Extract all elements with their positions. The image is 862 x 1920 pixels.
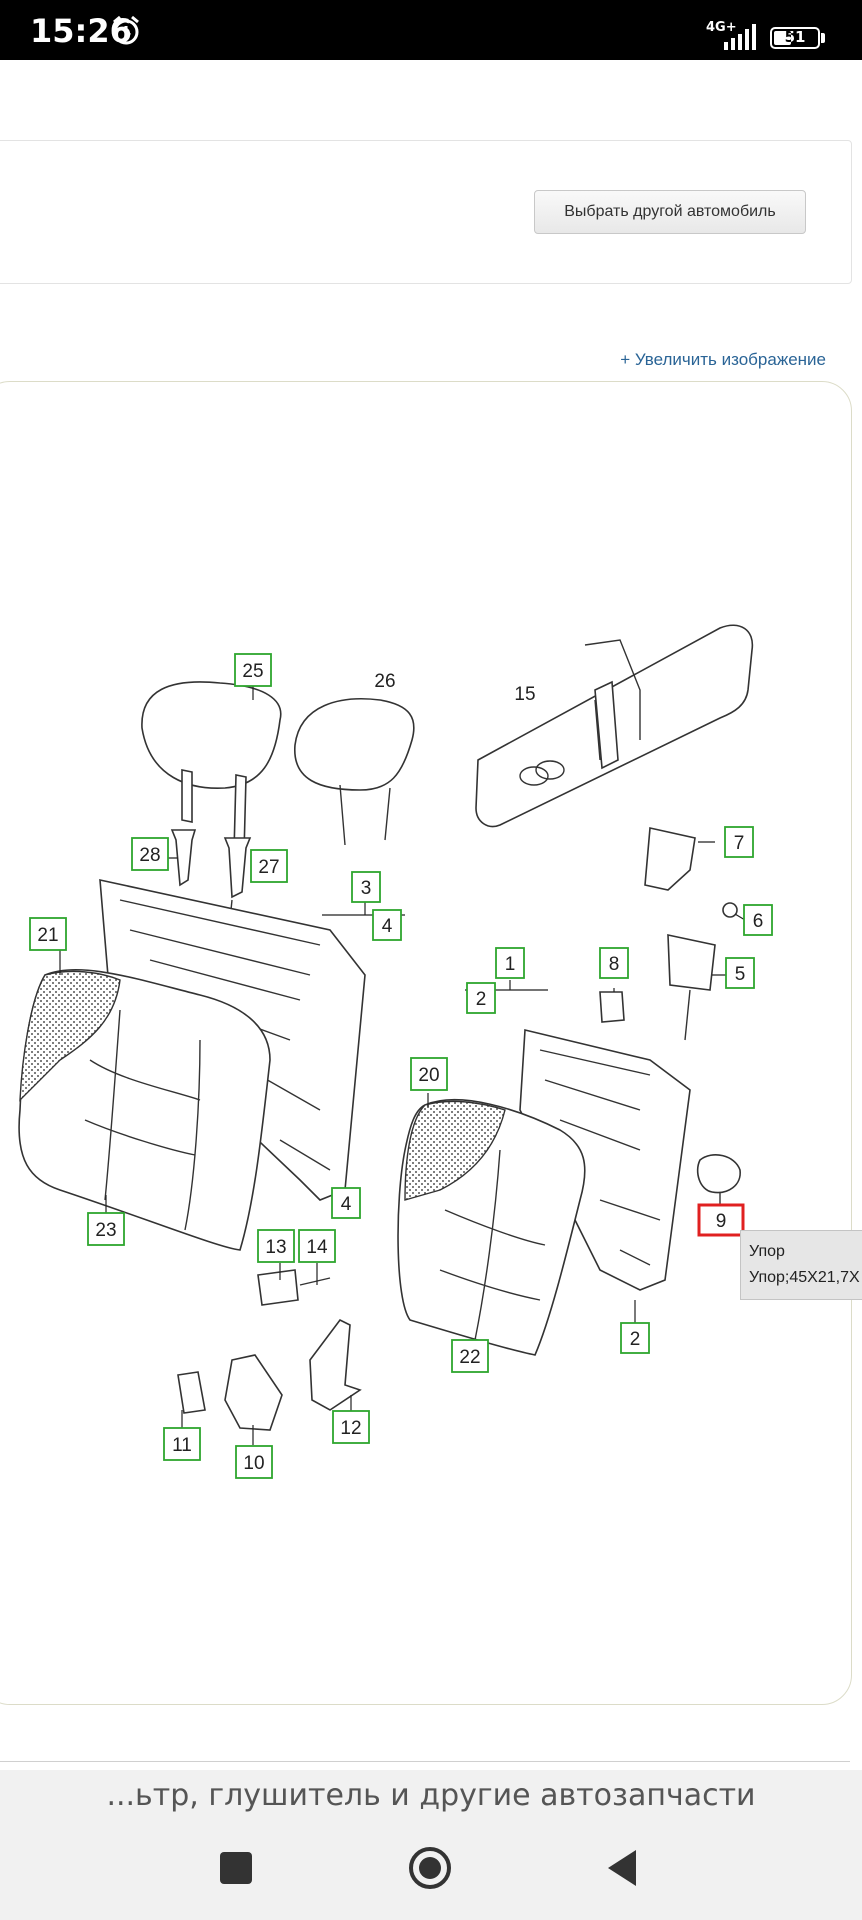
- svg-text:6: 6: [753, 911, 764, 932]
- network-type: 4G+: [706, 20, 737, 35]
- callout-23[interactable]: 23: [87, 1212, 125, 1246]
- svg-text:4: 4: [341, 1194, 352, 1215]
- select-other-car-button[interactable]: Выбрать другой автомобиль: [534, 190, 806, 234]
- svg-text:20: 20: [418, 1065, 439, 1086]
- svg-text:11: 11: [172, 1435, 192, 1456]
- callout-9-selected[interactable]: 9: [697, 1203, 745, 1237]
- brackets-drawing: [177, 1269, 362, 1431]
- callout-3[interactable]: 3: [351, 871, 381, 903]
- callout-12[interactable]: 12: [332, 1410, 370, 1444]
- svg-text:12: 12: [340, 1418, 361, 1439]
- callout-11[interactable]: 11: [163, 1427, 201, 1461]
- label-15[interactable]: 15: [514, 684, 535, 705]
- callout-4-top[interactable]: 4: [372, 909, 402, 941]
- svg-text:7: 7: [734, 833, 745, 854]
- svg-text:2: 2: [476, 989, 487, 1010]
- callout-5[interactable]: 5: [725, 957, 755, 989]
- battery-icon: 51: [770, 27, 820, 49]
- svg-text:14: 14: [306, 1237, 328, 1258]
- tooltip-description: Упор;45X21,7X: [749, 1269, 860, 1286]
- svg-text:8: 8: [609, 954, 620, 975]
- seat-back-cover-right-drawing: [397, 1098, 586, 1356]
- svg-text:22: 22: [459, 1347, 480, 1368]
- headrest-left-drawing: [141, 681, 282, 854]
- callout-14[interactable]: 14: [298, 1229, 336, 1263]
- svg-text:25: 25: [242, 661, 263, 682]
- label-26[interactable]: 26: [374, 671, 395, 692]
- status-bar: 15:26 4G+ 51: [0, 0, 862, 60]
- svg-text:5: 5: [735, 964, 746, 985]
- svg-text:2: 2: [630, 1329, 641, 1350]
- footer-banner-text: ...ьтр, глушитель и другие автозапчасти: [106, 1778, 756, 1813]
- callout-7[interactable]: 7: [724, 826, 754, 858]
- callout-1[interactable]: 1: [495, 947, 525, 979]
- seat-frame-right-drawing: [519, 1028, 691, 1291]
- callout-20[interactable]: 20: [410, 1057, 448, 1091]
- ski-bag-drawing: [475, 624, 754, 828]
- svg-text:3: 3: [361, 878, 372, 899]
- callout-2-top[interactable]: 2: [466, 982, 496, 1014]
- battery-level: 51: [784, 28, 806, 46]
- svg-text:27: 27: [258, 857, 279, 878]
- svg-text:9: 9: [716, 1211, 727, 1232]
- callout-28[interactable]: 28: [131, 837, 169, 871]
- tooltip-title: Упор: [749, 1243, 785, 1260]
- svg-text:28: 28: [139, 845, 160, 866]
- alarm-icon: [113, 15, 139, 45]
- callout-6[interactable]: 6: [743, 904, 773, 936]
- home-button[interactable]: [408, 1846, 452, 1890]
- headrest-right-drawing: [294, 698, 415, 846]
- divider: [0, 1761, 850, 1762]
- small-parts-drawing: [599, 827, 741, 1205]
- seat-back-cover-left-drawing: [18, 968, 271, 1251]
- svg-text:10: 10: [243, 1453, 264, 1474]
- callout-27[interactable]: 27: [250, 849, 288, 883]
- bottom-bar: [0, 1770, 862, 1920]
- callout-13[interactable]: 13: [257, 1229, 295, 1263]
- recent-apps-button[interactable]: [214, 1846, 258, 1890]
- callout-21[interactable]: 21: [29, 917, 67, 951]
- callout-22[interactable]: 22: [451, 1339, 489, 1373]
- svg-text:13: 13: [265, 1237, 286, 1258]
- svg-text:1: 1: [505, 954, 516, 975]
- callout-4-bottom[interactable]: 4: [331, 1187, 361, 1219]
- svg-text:4: 4: [382, 916, 393, 937]
- callout-8[interactable]: 8: [599, 947, 629, 979]
- callout-25[interactable]: 25: [234, 653, 272, 687]
- callout-10[interactable]: 10: [235, 1445, 273, 1479]
- zoom-image-link[interactable]: + Увеличить изображение: [620, 350, 826, 369]
- back-button[interactable]: [602, 1846, 646, 1890]
- part-tooltip: Упор Упор;45X21,7X: [740, 1230, 862, 1300]
- callout-2-bottom[interactable]: 2: [620, 1322, 650, 1354]
- signal-icon: [724, 24, 756, 50]
- svg-text:23: 23: [95, 1220, 116, 1241]
- svg-text:21: 21: [37, 925, 58, 946]
